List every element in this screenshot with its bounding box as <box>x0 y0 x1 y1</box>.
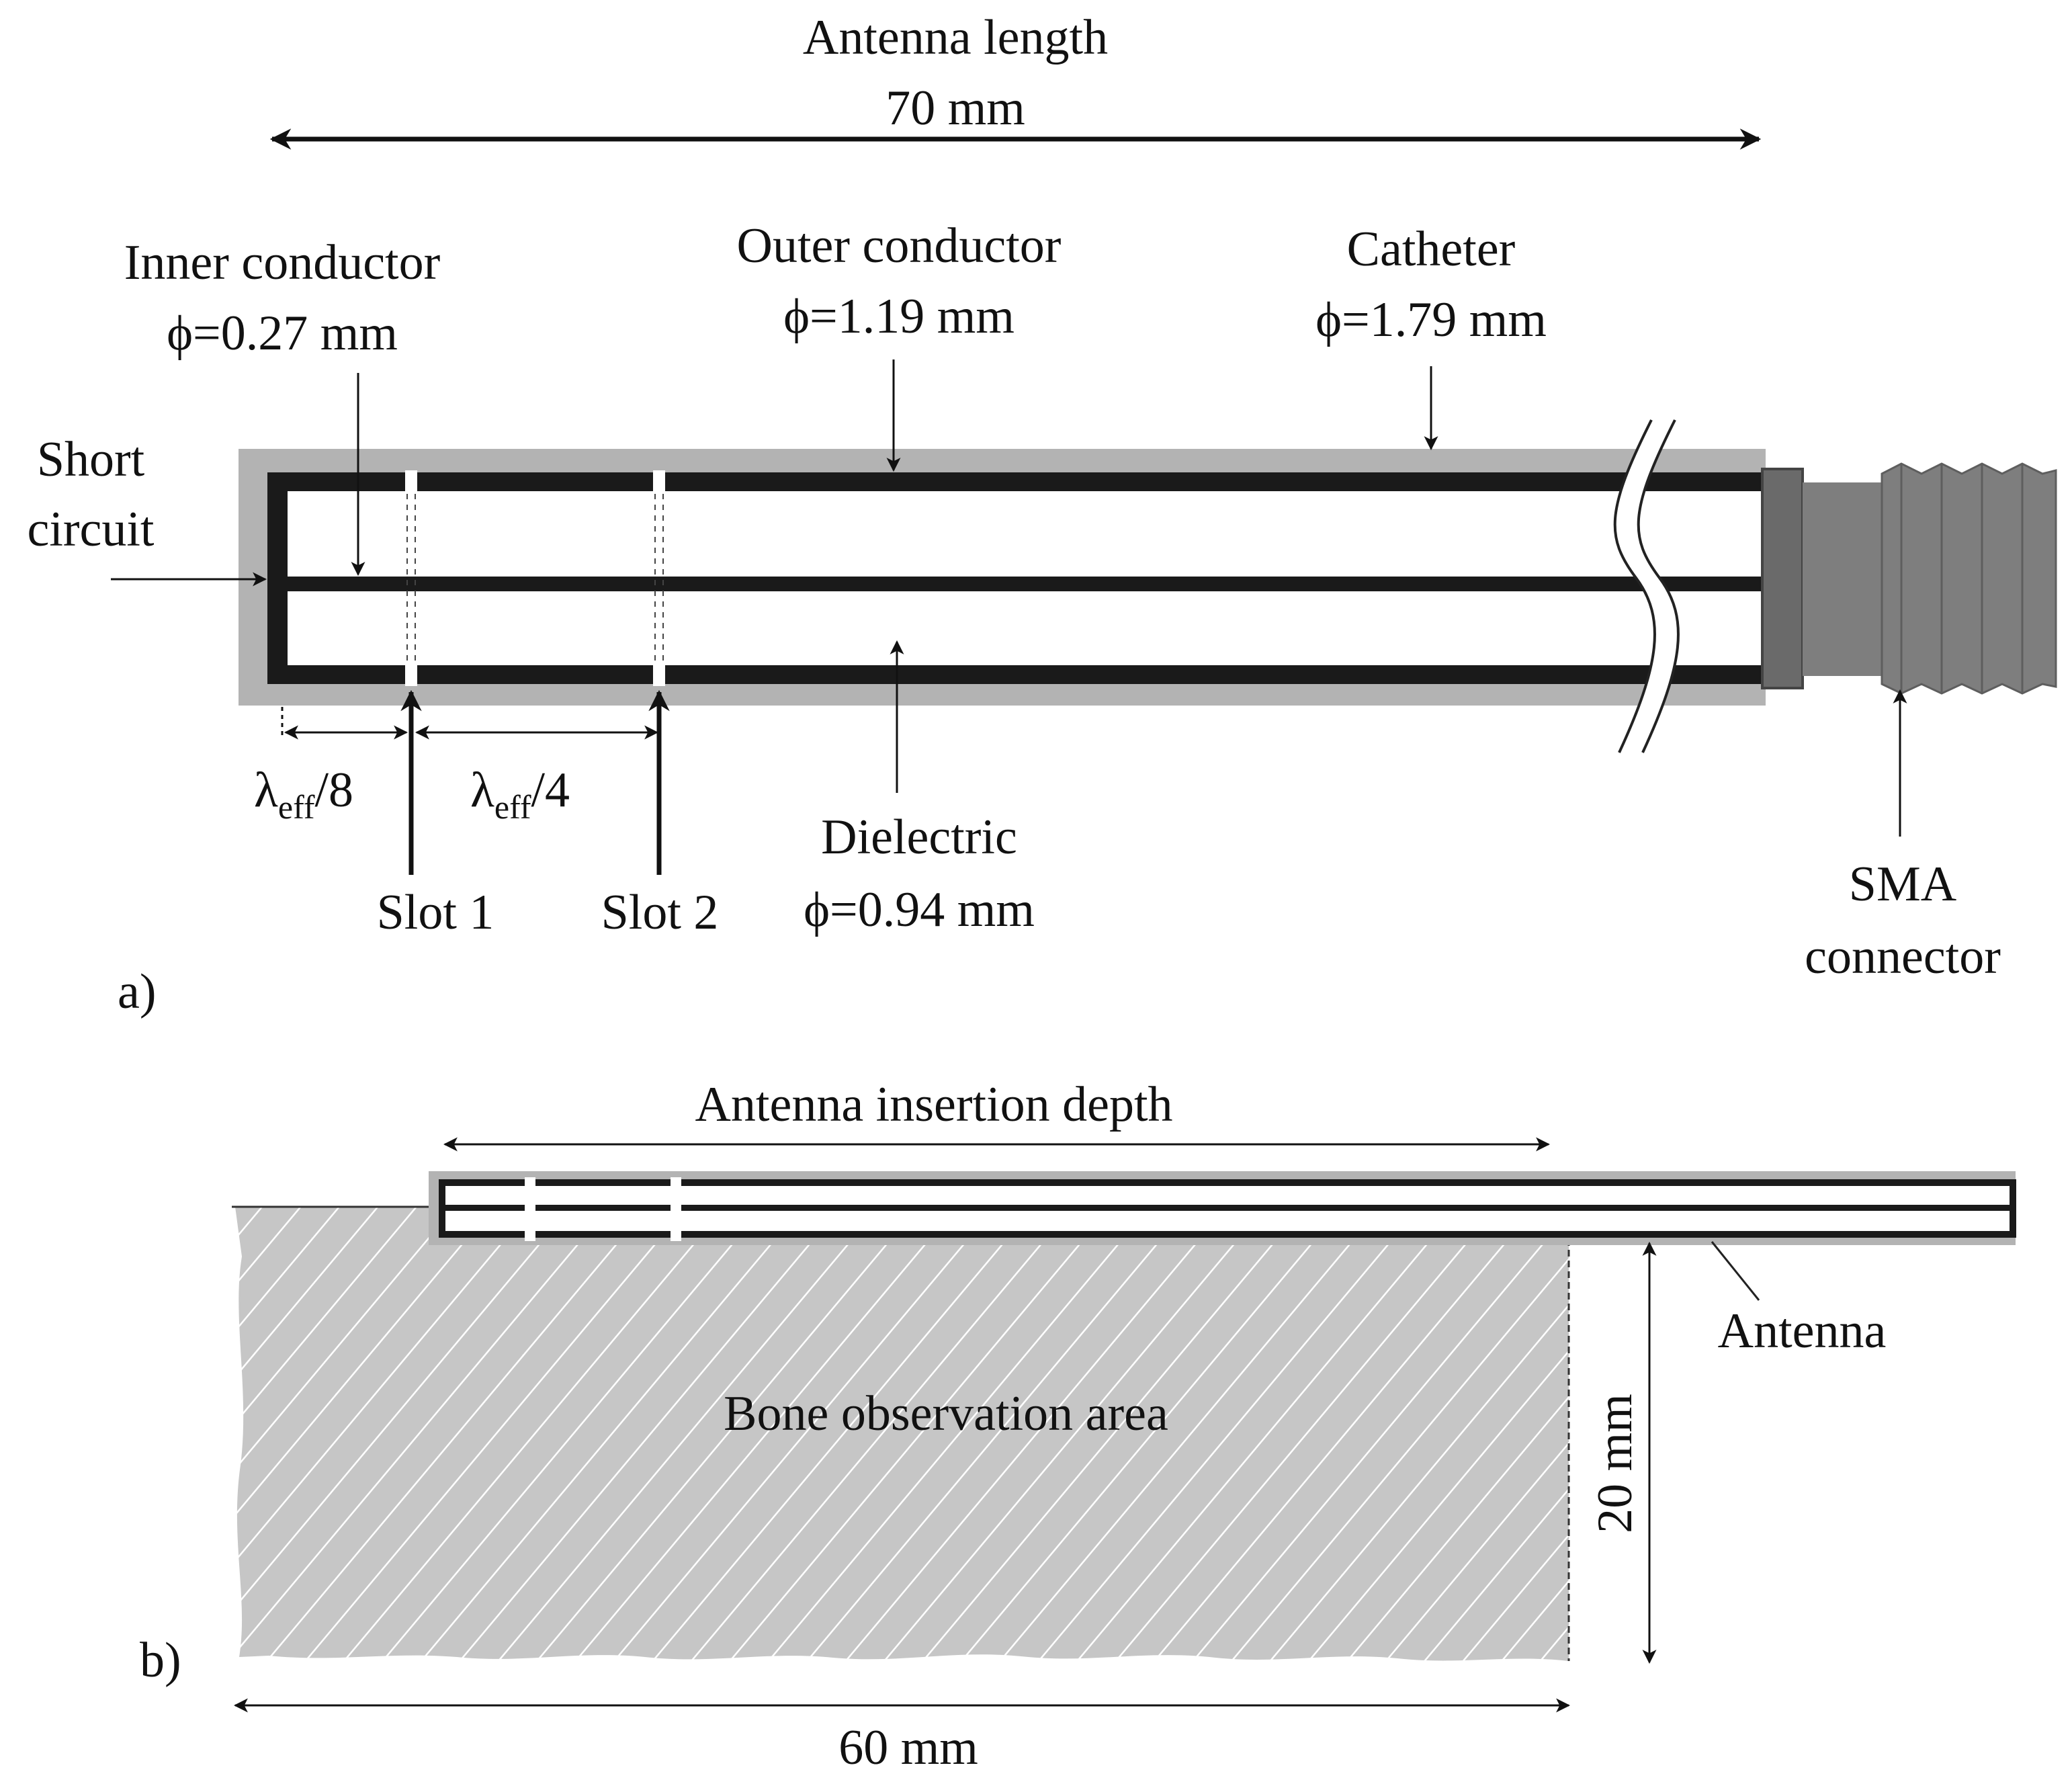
short-circuit-label-2: circuit <box>27 502 154 557</box>
spacing-1-label: λeff/8 <box>254 763 353 826</box>
sma-connector <box>1761 462 2057 695</box>
inner-conductor-label: Inner conductor <box>124 235 441 290</box>
break-symbol <box>1614 420 1678 753</box>
outer-conductor-label: Outer conductor <box>737 218 1062 273</box>
panel-a: Antenna length 70 mm <box>27 10 2057 1019</box>
sma-label-2: connector <box>1805 929 2001 984</box>
spacing-1-subscript: eff <box>278 788 315 826</box>
spacing-2-fraction: /4 <box>531 763 570 818</box>
antenna-pointer-line <box>1711 1241 1760 1301</box>
width-label: 60 mm <box>838 1720 978 1775</box>
antenna-b-slot-1 <box>525 1177 535 1241</box>
antenna-label: Antenna <box>1718 1304 1887 1359</box>
spacing-1-symbol: λ <box>254 763 278 818</box>
bone-area-label: Bone observation area <box>724 1386 1168 1441</box>
antenna-length-value: 70 mm <box>886 81 1025 136</box>
spacing-2-symbol: λ <box>470 763 494 818</box>
antenna-b-inner-conductor <box>445 1205 2010 1211</box>
spacing-2-subscript: eff <box>494 788 531 826</box>
catheter-diameter: ϕ=1.79 mm <box>1315 292 1547 347</box>
spacing-1-fraction: /8 <box>314 763 353 818</box>
inner-conductor-diameter: ϕ=0.27 mm <box>167 306 398 361</box>
outer-conductor-diameter: ϕ=1.19 mm <box>783 289 1015 344</box>
catheter-label: Catheter <box>1347 222 1516 277</box>
panel-b: Antenna insertion depth Antenna Bone obs… <box>140 1077 2016 1775</box>
slot-2-gap <box>653 470 665 686</box>
dielectric-diameter: ϕ=0.94 mm <box>804 882 1035 937</box>
bone-area <box>235 1207 1569 1661</box>
panel-a-label: a) <box>118 964 157 1019</box>
spacing-2-label: λeff/4 <box>470 763 570 826</box>
dielectric-label: Dielectric <box>821 810 1017 865</box>
slot-1-gap <box>405 470 417 686</box>
antenna-length-title: Antenna length <box>803 10 1108 65</box>
outer-conductor-top <box>267 472 1766 491</box>
slot-1-label: Slot 1 <box>377 885 494 940</box>
inner-conductor <box>288 577 1766 591</box>
antenna-b-slot-2 <box>671 1177 681 1241</box>
short-circuit-wall <box>267 472 288 684</box>
slot-2-label: Slot 2 <box>601 885 719 940</box>
sma-label-1: SMA <box>1849 857 1956 912</box>
panel-b-label: b) <box>140 1633 181 1688</box>
outer-conductor-bottom <box>267 665 1766 684</box>
depth-label: 20 mm <box>1588 1394 1643 1533</box>
insertion-depth-label: Antenna insertion depth <box>695 1077 1172 1132</box>
short-circuit-label-1: Short <box>37 432 145 487</box>
